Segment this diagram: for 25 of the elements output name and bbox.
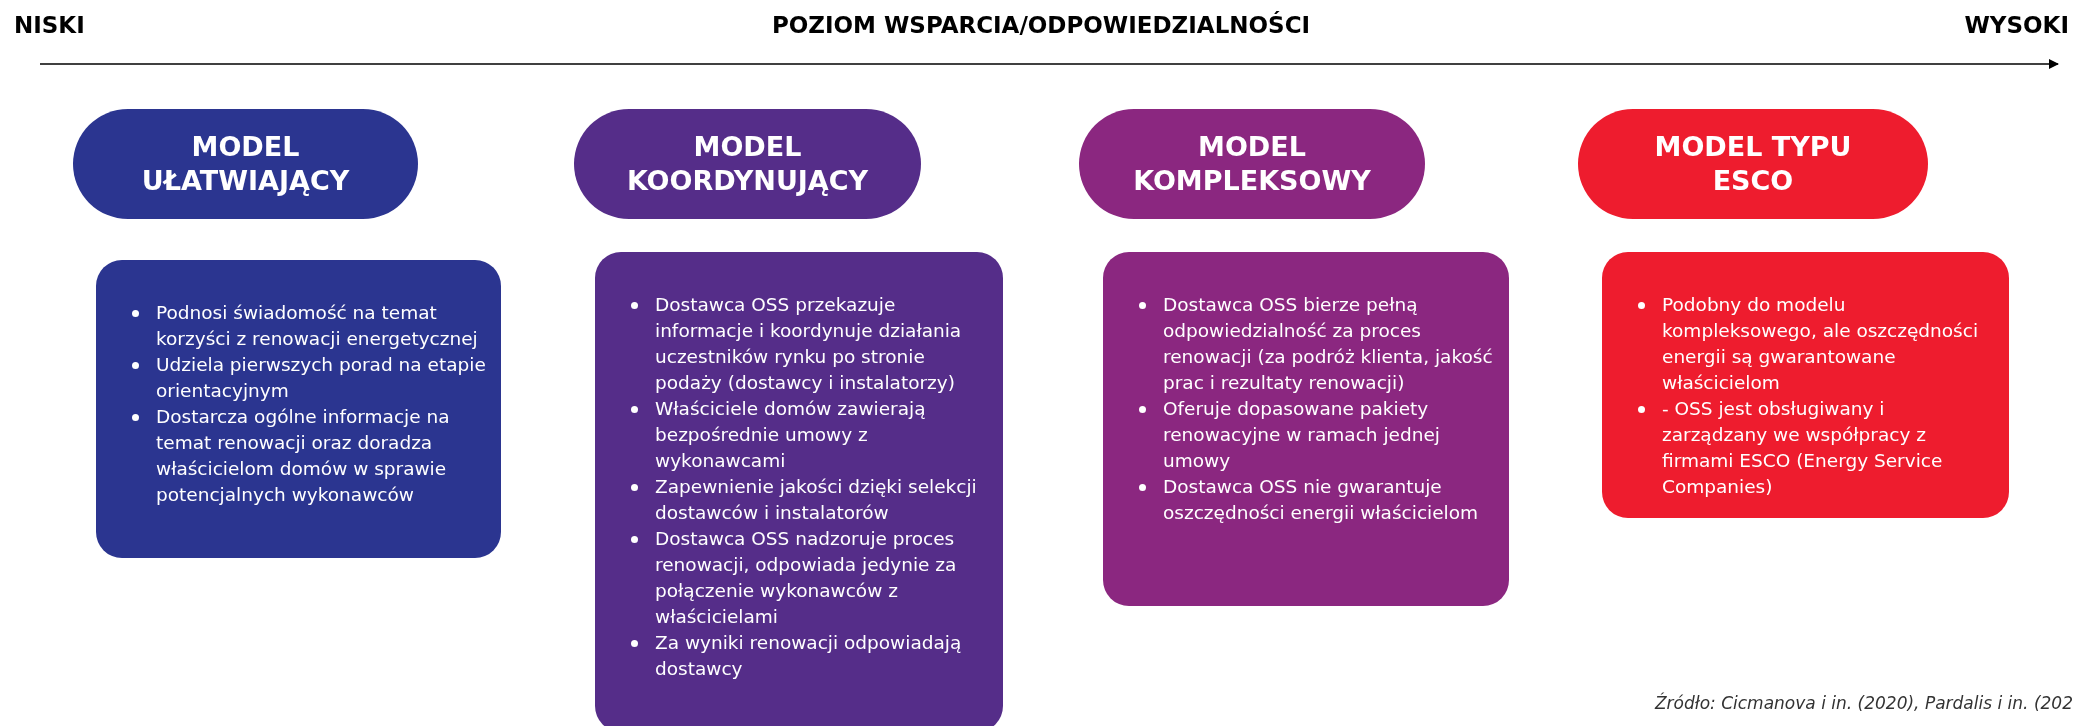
- axis-end-label: WYSOKI: [1964, 12, 2069, 38]
- bullet-point: Zapewnienie jakości dzięki selekcji dostawców i instalatorów: [625, 474, 989, 526]
- bullet-point: Dostarcza ogólne informacje na temat renowacji oraz doradza właścicielom domów w sprawie potencjalnych wykonawców: [126, 404, 487, 508]
- bullet-point: Oferuje dopasowane pakiety renowacyjne w ramach jednej umowy: [1133, 396, 1495, 474]
- source-note: Źródło: Cicmanova i in. (2020), Pardalis i in. (202: [1654, 693, 2073, 713]
- bullet-point: - OSS jest obsługiwany i zarządzany we współpracy z firmami ESCO (Energy Service Companies): [1632, 396, 1995, 500]
- bullet-point: Za wyniki renowacji odpowiadają dostawcy: [625, 630, 989, 682]
- bullet-point: Podnosi świadomość na temat korzyści z renowacji energetycznej: [126, 300, 487, 352]
- bullet-point: Właściciele domów zawierają bezpośrednie umowy z wykonawcami: [625, 396, 989, 474]
- model-title: MODEL KOORDYNUJĄCY: [626, 130, 869, 198]
- model-title: MODEL TYPU ESCO: [1653, 130, 1853, 198]
- axis-end-label: NISKI: [14, 12, 85, 38]
- bullet-point: Dostawca OSS nadzoruje proces renowacji, odpowiada jedynie za połączenie wykonawców z właścicielami: [625, 526, 989, 630]
- model-title: MODEL KOMPLEKSOWY: [1132, 130, 1372, 198]
- description-card: [595, 252, 1003, 726]
- bullet-point: Udziela pierwszych porad na etapie orientacyjnym: [126, 352, 487, 404]
- axis-title: POZIOM WSPARCIA/ODPOWIEDZIALNOŚCI: [771, 12, 1311, 38]
- description-card: [1103, 252, 1509, 606]
- model-title: MODEL UŁATWIAJĄCY: [140, 130, 351, 198]
- bullet-point: Podobny do modelu kompleksowego, ale oszczędności energii są gwarantowane właścicielom: [1632, 292, 1995, 396]
- description-card: [96, 260, 501, 558]
- description-card: [1602, 252, 2009, 518]
- bullet-point: Dostawca OSS bierze pełną odpowiedzialność za proces renowacji (za podróż klienta, jakość prac i rezultaty renowacji): [1133, 292, 1495, 396]
- bullet-point: Dostawca OSS nie gwarantuje oszczędności energii właścicielom: [1133, 474, 1495, 526]
- bullet-point: Dostawca OSS przekazuje informacje i koordynuje działania uczestników rynku po stronie podaży (dostawcy i instalatorzy): [625, 292, 989, 396]
